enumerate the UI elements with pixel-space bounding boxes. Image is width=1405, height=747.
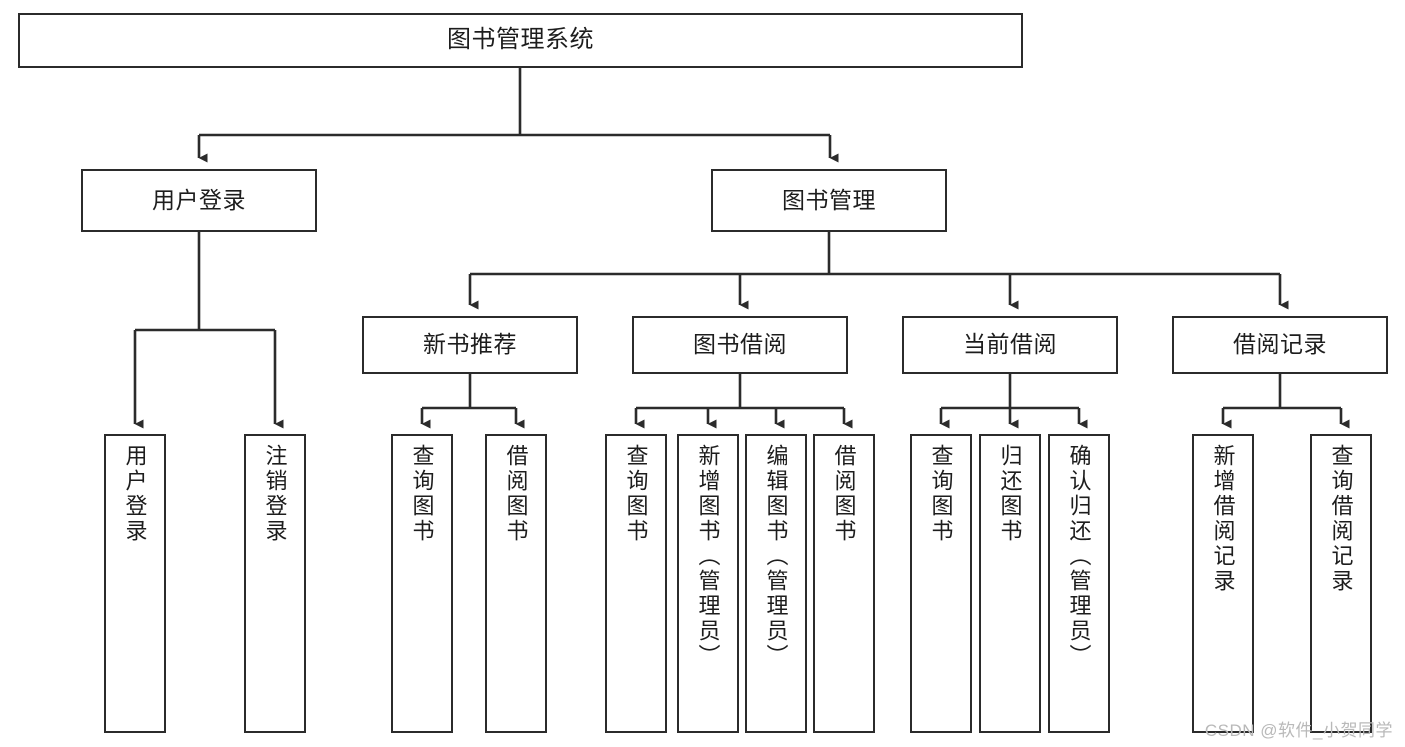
node-label: 确认归还（管理员） bbox=[1066, 444, 1092, 669]
leaf-node-add-book-admin[interactable]: 新增图书（管理员） bbox=[677, 434, 739, 733]
node-label: 新增借阅记录 bbox=[1210, 444, 1236, 594]
node-label: 图书管理系统 bbox=[447, 26, 594, 54]
node-label: 借阅图书 bbox=[831, 444, 857, 544]
node-label: 借阅记录 bbox=[1233, 331, 1327, 358]
leaf-node-query-book-3[interactable]: 查询图书 bbox=[910, 434, 972, 733]
node-label: 编辑图书（管理员） bbox=[763, 444, 789, 669]
leaf-node-user-login[interactable]: 用户登录 bbox=[104, 434, 166, 733]
node-book-management[interactable]: 图书管理 bbox=[711, 169, 947, 232]
node-label: 注销登录 bbox=[262, 444, 288, 544]
leaf-node-add-borrow-record[interactable]: 新增借阅记录 bbox=[1192, 434, 1254, 733]
leaf-node-query-book-1[interactable]: 查询图书 bbox=[391, 434, 453, 733]
node-label: 借阅图书 bbox=[503, 444, 529, 544]
leaf-node-borrow-book-1[interactable]: 借阅图书 bbox=[485, 434, 547, 733]
node-label: 当前借阅 bbox=[963, 331, 1057, 358]
node-label: 查询借阅记录 bbox=[1328, 444, 1354, 594]
node-label: 查询图书 bbox=[623, 444, 649, 544]
leaf-node-borrow-book-2[interactable]: 借阅图书 bbox=[813, 434, 875, 733]
node-label: 查询图书 bbox=[928, 444, 954, 544]
leaf-node-logout[interactable]: 注销登录 bbox=[244, 434, 306, 733]
leaf-node-edit-book-admin[interactable]: 编辑图书（管理员） bbox=[745, 434, 807, 733]
node-label: 用户登录 bbox=[152, 186, 246, 213]
csdn-watermark: CSDN @软件_小贺同学 bbox=[1204, 721, 1393, 740]
node-book-borrow[interactable]: 图书借阅 bbox=[632, 316, 848, 374]
node-user-login[interactable]: 用户登录 bbox=[81, 169, 317, 232]
node-root-system[interactable]: 图书管理系统 bbox=[18, 13, 1023, 68]
node-label: 归还图书 bbox=[997, 444, 1023, 544]
node-current-borrow[interactable]: 当前借阅 bbox=[902, 316, 1118, 374]
node-borrow-record[interactable]: 借阅记录 bbox=[1172, 316, 1388, 374]
node-label: 图书管理 bbox=[782, 186, 876, 213]
leaf-node-confirm-return-admin[interactable]: 确认归还（管理员） bbox=[1048, 434, 1110, 733]
node-label: 用户登录 bbox=[122, 444, 148, 544]
leaf-node-query-book-2[interactable]: 查询图书 bbox=[605, 434, 667, 733]
node-new-book-recommend[interactable]: 新书推荐 bbox=[362, 316, 578, 374]
leaf-node-query-borrow-record[interactable]: 查询借阅记录 bbox=[1310, 434, 1372, 733]
node-label: 新增图书（管理员） bbox=[695, 444, 721, 669]
leaf-node-return-book[interactable]: 归还图书 bbox=[979, 434, 1041, 733]
node-label: 图书借阅 bbox=[693, 331, 787, 358]
node-label: 新书推荐 bbox=[423, 331, 517, 358]
node-label: 查询图书 bbox=[409, 444, 435, 544]
